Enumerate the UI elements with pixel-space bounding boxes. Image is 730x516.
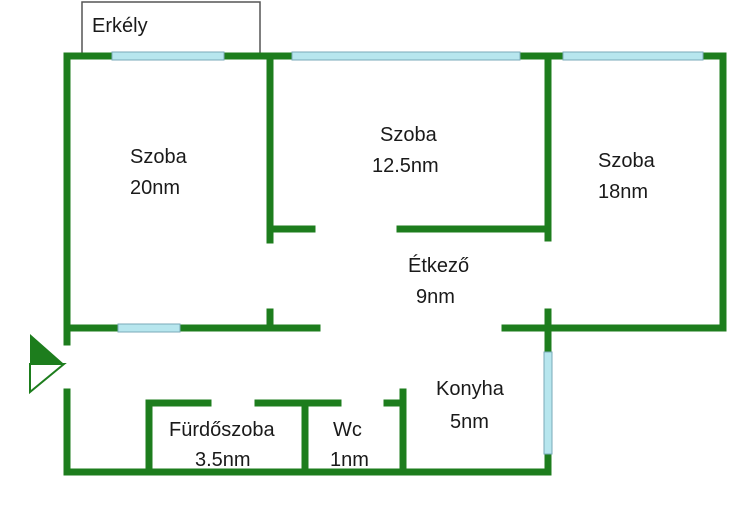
balcony-label: Erkély (92, 15, 148, 37)
room-name-szoba-middle: Szoba (380, 124, 438, 146)
room-area-szoba-middle: 12.5nm (372, 155, 439, 177)
window-left-room-bottom (117, 323, 181, 333)
window-middle-room (291, 51, 521, 61)
room-area-szoba-right: 18nm (598, 181, 648, 203)
room-name-wc: Wc (333, 419, 362, 441)
room-name-furdoszoba: Fürdőszoba (169, 419, 275, 441)
room-area-furdoszoba: 3.5nm (195, 449, 251, 471)
room-area-etkezo: 9nm (416, 286, 455, 308)
window-right-room (562, 51, 704, 61)
room-name-etkezo: Étkező (408, 254, 469, 277)
walls (63, 52, 727, 476)
room-name-konyha: Konyha (436, 378, 505, 400)
window-kitchen (543, 351, 553, 455)
window-left-room (111, 51, 225, 61)
room-name-szoba-right: Szoba (598, 150, 656, 172)
room-area-wc: 1nm (330, 449, 369, 471)
room-name-szoba-left: Szoba (130, 146, 188, 168)
windows (111, 51, 704, 455)
room-area-konyha: 5nm (450, 411, 489, 433)
entrance-arrow-icon (29, 334, 67, 395)
room-area-szoba-left: 20nm (130, 177, 180, 199)
